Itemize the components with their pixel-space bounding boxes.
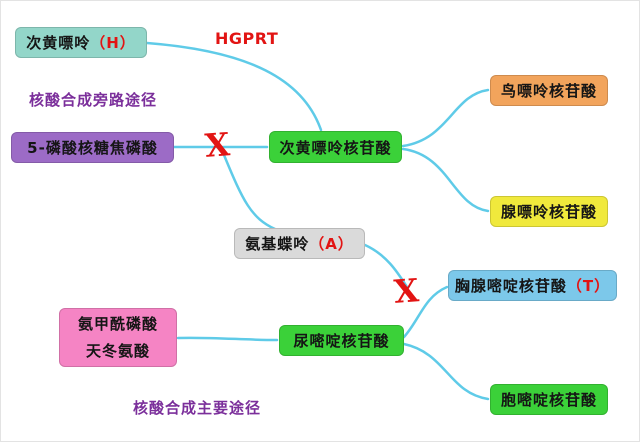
- node-aminopterin: 氨基蝶呤（A）: [234, 228, 365, 259]
- block-x-purine-denovo: X: [203, 125, 232, 165]
- node-gmp: 鸟嘌呤核苷酸: [490, 75, 608, 106]
- connector-imp-to-amp: [401, 147, 490, 213]
- node-ump: 尿嘧啶核苷酸: [279, 325, 404, 356]
- node-aminopterin-marker: （A）: [309, 235, 354, 253]
- connector-aminopterin-to-block2: [363, 243, 409, 289]
- node-prpp: 5-磷酸核糖焦磷酸: [11, 132, 174, 163]
- node-cmp-label: 胞嘧啶核苷酸: [500, 391, 597, 409]
- block-x-thymidylate: X: [392, 271, 421, 311]
- connector-hypoxanthine-to-imp: [145, 41, 323, 132]
- node-ump-label: 尿嘧啶核苷酸: [293, 332, 390, 350]
- node-hypoxanthine: 次黄嘌呤（H）: [15, 27, 147, 58]
- node-hypoxanthine-marker: （H）: [90, 34, 136, 52]
- node-imp: 次黄嘌呤核苷酸: [269, 131, 402, 163]
- node-prpp-label: 5-磷酸核糖焦磷酸: [27, 139, 158, 157]
- node-aminopterin-label: 氨基蝶呤: [245, 235, 310, 253]
- connector-precursors-to-ump: [176, 336, 279, 342]
- connector-ump-to-tmp: [402, 285, 449, 339]
- connector-block1-to-aminopterin: [222, 153, 277, 231]
- node-tmp-marker: （T）: [566, 277, 611, 295]
- node-amp-label: 腺嘌呤核苷酸: [500, 203, 597, 221]
- node-hypoxanthine-label: 次黄嘌呤: [26, 34, 91, 52]
- node-precursors-line2: 天冬氨酸: [85, 341, 150, 360]
- node-amp: 腺嘌呤核苷酸: [490, 196, 608, 227]
- node-tmp: 胸腺嘧啶核苷酸（T）: [448, 270, 617, 301]
- pathway-label-main: 核酸合成主要途径: [133, 399, 262, 417]
- node-imp-label: 次黄嘌呤核苷酸: [279, 138, 392, 157]
- connector-ump-to-cmp: [402, 342, 490, 401]
- connector-imp-to-gmp: [401, 88, 490, 148]
- pathway-label-salvage: 核酸合成旁路途径: [29, 91, 158, 109]
- node-precursors-line1: 氨甲酰磷酸: [77, 315, 158, 334]
- node-gmp-label: 鸟嘌呤核苷酸: [500, 82, 597, 100]
- node-cmp: 胞嘧啶核苷酸: [490, 384, 608, 415]
- enzyme-label-hgprt: HGPRT: [215, 29, 279, 48]
- node-precursors: 氨甲酰磷酸 天冬氨酸: [59, 308, 177, 367]
- node-tmp-label: 胸腺嘧啶核苷酸: [454, 277, 567, 295]
